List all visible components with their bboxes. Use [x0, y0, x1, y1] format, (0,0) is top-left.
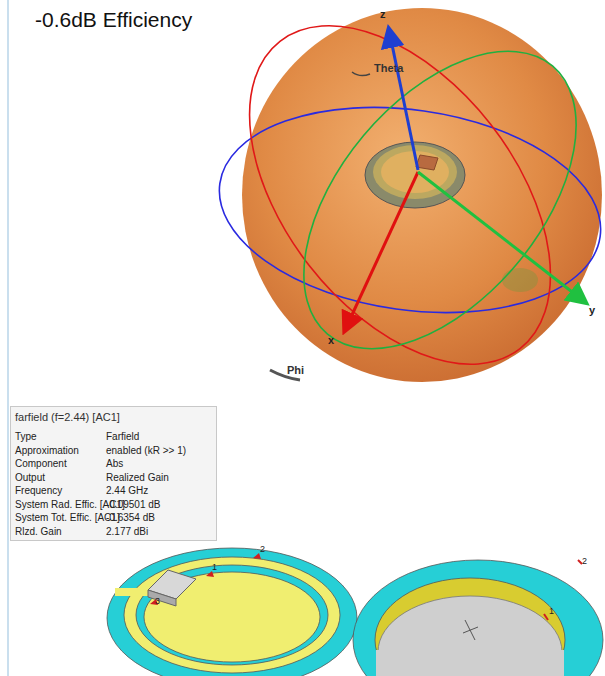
port-number: 1 — [549, 606, 554, 616]
info-panel: farfield (f=2.44) [AC1] Type FarfieldAppro… — [10, 406, 217, 541]
table-cell: System Tot. Effic. [AC1] — [15, 512, 120, 523]
table-cell: Approximation — [15, 445, 79, 456]
axis-label: y — [589, 304, 595, 316]
table-cell: 2.44 GHz — [106, 485, 148, 496]
table-cell: enabled (kR >> 1) — [106, 445, 186, 456]
panel-heading: farfield (f=2.44) [AC1] — [15, 411, 120, 423]
axis-label: Theta — [374, 62, 403, 74]
table-cell: -0.6354 dB — [106, 512, 155, 523]
table-cell: Rlzd. Gain — [15, 526, 62, 537]
axis-label: z — [380, 8, 386, 20]
axis-label: Phi — [287, 364, 304, 376]
table-cell: -0.09501 dB — [106, 499, 161, 510]
slide-title: -0.6dB Efficiency — [35, 8, 192, 32]
table-cell: 2.177 dBi — [106, 526, 148, 537]
port-number: 1 — [212, 562, 217, 572]
table-cell: Output — [15, 472, 45, 483]
port-number: 3 — [155, 596, 160, 606]
table-cell: Type — [15, 431, 37, 442]
port-number: 2 — [260, 544, 265, 554]
axis-label: x — [328, 334, 334, 346]
table-cell: Component — [15, 458, 67, 469]
port-number: 2 — [582, 556, 587, 566]
table-cell: Farfield — [106, 431, 139, 442]
table-cell: Frequency — [15, 485, 62, 496]
table-cell: Abs — [106, 458, 123, 469]
table-cell: Realized Gain — [106, 472, 169, 483]
